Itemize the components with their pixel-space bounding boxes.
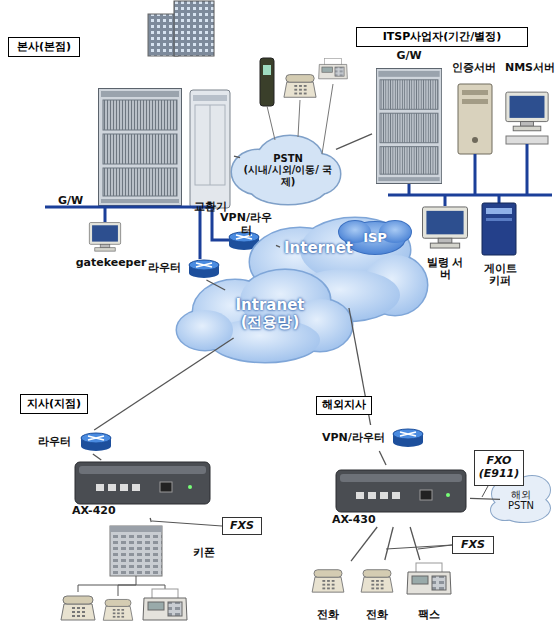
node-text: 팩스 <box>418 609 440 622</box>
router: 라우터 <box>148 256 220 280</box>
node-text: (전용망) <box>241 314 300 331</box>
node-text: NMS서버 <box>505 62 555 75</box>
node-text: FXS <box>461 539 485 552</box>
node-text: FXS <box>230 520 254 533</box>
node-text: 해외지사 <box>322 399 366 412</box>
network-link <box>234 156 240 158</box>
node-text: 라우터 <box>148 262 181 275</box>
site-tag: ITSP사업자(기간/별정) <box>356 27 528 47</box>
isp-cloud: ISP <box>352 226 398 250</box>
port-callout: FXS <box>452 536 494 554</box>
node-text: 빌령 서버 <box>423 257 467 282</box>
callout-leader <box>482 486 488 497</box>
pstn-cloud <box>232 136 340 204</box>
nms-server <box>506 92 548 144</box>
telephone: 전화 <box>354 560 400 622</box>
billing-server: 빌령 서버 <box>423 202 467 282</box>
node-text: FXO (E911) <box>475 455 523 480</box>
keyphone-system <box>61 526 187 620</box>
site-tag: 지사(지점) <box>20 394 88 414</box>
network-link <box>206 280 225 290</box>
node-text: G/W <box>58 195 83 208</box>
node-text: Internet <box>284 240 353 257</box>
node-text: VPN/라우터 <box>322 432 385 445</box>
gateway-rack <box>376 68 441 183</box>
port-callout: FXS <box>222 517 262 535</box>
network-link <box>470 498 500 499</box>
network-link <box>410 527 420 560</box>
node-text: 본사(본점) <box>17 41 71 54</box>
hq-building <box>148 1 214 56</box>
gatekeeper-server: 게이트 키퍼 <box>478 198 522 288</box>
network-link <box>94 338 233 430</box>
callout-leader <box>386 545 452 549</box>
telephone: 전화 <box>305 560 351 622</box>
node-text: 인증서버 <box>452 62 496 75</box>
node-text: 해외 PSTN <box>500 489 542 512</box>
callout-leader <box>152 521 222 526</box>
node-text: (시내/시외/이동/ 국제) <box>240 164 336 187</box>
network-link <box>150 518 151 522</box>
node-text: ISP <box>363 231 387 246</box>
network-link <box>379 451 386 465</box>
ax420-device <box>75 462 210 504</box>
exchange: 교환기 <box>186 86 234 214</box>
node-text: AX-430 <box>332 514 376 527</box>
port-callout: FXO (E911) <box>474 450 524 486</box>
node-text: 게이트 키퍼 <box>478 263 522 288</box>
nms-server: NMS서버 <box>502 62 558 148</box>
router: 라우터 <box>38 430 114 454</box>
gatekeeper: gatekeeper <box>68 218 154 270</box>
node-text: 전화 <box>317 609 339 622</box>
site-tag: 본사(본점) <box>8 37 80 57</box>
router-symbol <box>189 260 219 278</box>
telephone-symbol <box>312 570 344 592</box>
intranet-cloud: Intranet(전용망) <box>215 290 325 338</box>
pstn-terminals <box>260 58 347 154</box>
node-text: 라우터 <box>38 436 71 449</box>
keyphone: 키폰 <box>105 522 215 584</box>
network-link <box>385 527 393 560</box>
node-text: VPN/라우터 <box>216 212 276 237</box>
node-text: gatekeeper <box>76 257 147 270</box>
gateway: G/W <box>372 50 446 186</box>
intranet-cloud <box>177 270 352 362</box>
pstn-cloud: PSTN(시내/시외/이동/ 국제) <box>240 138 336 202</box>
node-text: AX-420 <box>72 505 116 518</box>
gatekeeper-pc <box>89 223 120 252</box>
exchange-cabinet <box>190 90 230 208</box>
gateway-rack <box>99 89 182 206</box>
gatekeeper-server <box>482 203 516 255</box>
voip-gateway: AX-420 <box>72 460 212 518</box>
ax430-device <box>336 470 466 512</box>
node-text: 전화 <box>366 609 388 622</box>
pstn-cloud: 해외 PSTN <box>500 480 542 520</box>
vpn-router: VPN/라우터 <box>322 425 424 451</box>
fax-symbol <box>407 563 451 594</box>
network-link <box>351 527 377 561</box>
network-link <box>276 245 280 247</box>
node-text: 키폰 <box>193 547 215 560</box>
node-text: PSTN <box>273 153 303 165</box>
node-text: Intranet <box>236 297 305 314</box>
router-symbol <box>81 433 111 451</box>
telephone-symbol <box>361 570 393 592</box>
network-link <box>93 454 101 460</box>
auth-server: 인증서버 <box>448 62 500 156</box>
node-text: 지사(지점) <box>27 398 81 411</box>
lan-bus <box>45 144 552 259</box>
billing-server <box>423 207 468 248</box>
node-text: G/W <box>396 50 421 63</box>
site-tag: 해외지사 <box>316 396 372 415</box>
network-link <box>336 134 372 149</box>
router-symbol <box>393 429 423 447</box>
gateway: G/W <box>58 86 186 208</box>
vpn-router: VPN/라우터 <box>216 212 276 254</box>
node-text: ITSP사업자(기간/별정) <box>383 31 502 44</box>
fax: 팩스 <box>402 560 456 622</box>
auth-server <box>458 84 492 154</box>
voip-gateway: AX-430 <box>332 465 470 527</box>
